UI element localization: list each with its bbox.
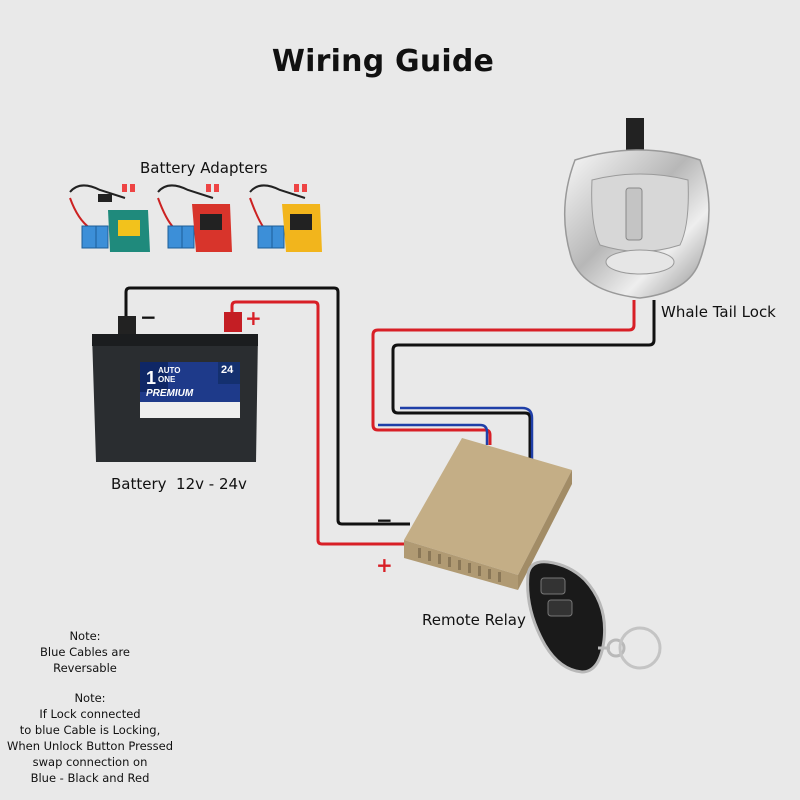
battery-label: Battery 12v - 24v — [111, 475, 247, 493]
battery-logo-word-top: AUTO — [158, 366, 181, 375]
wire-red-battery — [230, 300, 410, 546]
remote-relay-icon — [404, 438, 572, 590]
battery-positive-sign: + — [245, 306, 262, 330]
relay-positive-sign: + — [376, 553, 393, 577]
battery-negative-sign: − — [140, 305, 157, 329]
note-line: swap connection on — [32, 755, 148, 769]
battery-adapters-label: Battery Adapters — [140, 159, 268, 177]
note-line: to blue Cable is Locking, — [19, 723, 161, 737]
note-line: Blue - Black and Red — [30, 771, 150, 785]
relay-negative-sign: − — [376, 508, 393, 532]
battery-product-label: PREMIUM — [146, 388, 194, 399]
note-blue-cables: Note: Blue Cables are Reversable — [20, 628, 150, 676]
battery-months-label: 24 — [221, 364, 234, 376]
note-line: Reversable — [53, 661, 117, 675]
note-lock-connection: Note: If Lock connected to blue Cable is… — [5, 690, 175, 786]
battery-logo-word-bottom: ONE — [158, 375, 176, 384]
wire-black-lock — [391, 300, 656, 460]
note-line: If Lock connected — [39, 707, 141, 721]
wire-black-battery — [124, 286, 410, 526]
wire-blue-2 — [400, 406, 534, 462]
wire-red-lock — [371, 300, 636, 445]
remote-relay-label: Remote Relay — [422, 611, 526, 629]
note-heading: Note: — [74, 691, 106, 705]
battery-adapter-icon — [69, 184, 322, 252]
note-line: Blue Cables are — [40, 645, 130, 659]
note-line: When Unlock Button Pressed — [6, 739, 174, 753]
battery-logo-number: 1 — [146, 368, 157, 388]
key-fob-icon — [526, 560, 662, 674]
page-title: Wiring Guide — [271, 44, 495, 79]
wire-blue-1 — [378, 423, 489, 445]
car-battery-icon — [92, 312, 258, 462]
note-heading: Note: — [69, 629, 101, 643]
whale-tail-lock-label: Whale Tail Lock — [661, 303, 776, 321]
whale-tail-lock-icon — [563, 118, 710, 299]
